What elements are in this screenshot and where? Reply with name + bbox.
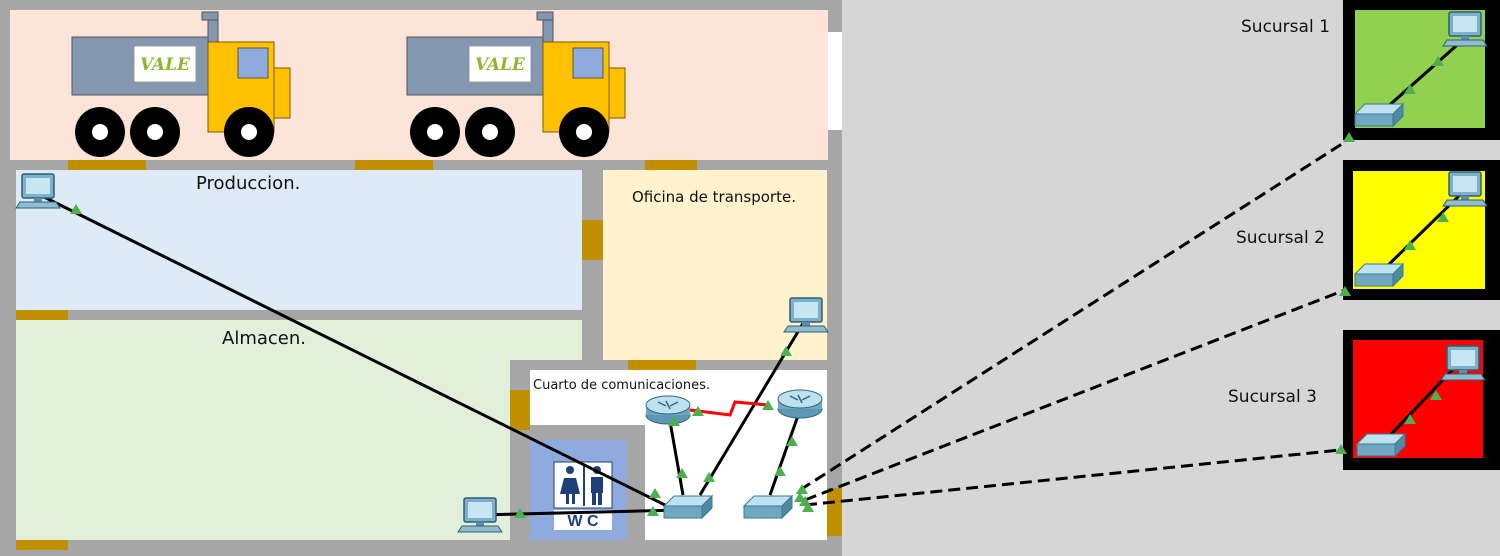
switch-branch-2[interactable] bbox=[1354, 263, 1404, 287]
label-sucursal-1: Sucursal 1 bbox=[1241, 17, 1330, 37]
serial-link bbox=[689, 400, 769, 417]
router-1[interactable] bbox=[645, 395, 691, 425]
room-almacen bbox=[16, 320, 582, 540]
pc-branch-1[interactable] bbox=[1442, 11, 1488, 47]
loading-gate bbox=[828, 32, 842, 130]
wc-sign bbox=[553, 461, 613, 530]
pc-almacen[interactable] bbox=[457, 497, 503, 533]
wan-links bbox=[799, 140, 1346, 507]
label-cuarto: Cuarto de comunicaciones. bbox=[533, 378, 710, 393]
label-sucursal-3: Sucursal 3 bbox=[1228, 387, 1317, 407]
router-2[interactable] bbox=[777, 389, 823, 419]
port-indicators bbox=[70, 56, 1449, 518]
room-produccion bbox=[16, 170, 582, 310]
switch-branch-1[interactable] bbox=[1354, 103, 1404, 127]
label-almacen: Almacen. bbox=[222, 328, 306, 349]
switch-1[interactable] bbox=[663, 495, 713, 519]
switch-branch-3[interactable] bbox=[1356, 433, 1406, 457]
pc-produccion[interactable] bbox=[15, 173, 61, 209]
label-oficina: Oficina de transporte. bbox=[632, 188, 796, 206]
label-produccion: Produccion. bbox=[196, 173, 300, 194]
switch-2[interactable] bbox=[743, 495, 793, 519]
pc-branch-3[interactable] bbox=[1440, 345, 1486, 381]
pc-branch-2[interactable] bbox=[1442, 171, 1488, 207]
label-sucursal-2: Sucursal 2 bbox=[1236, 228, 1325, 248]
doors bbox=[16, 160, 842, 550]
pc-oficina[interactable] bbox=[783, 297, 829, 333]
wc-label: W C bbox=[567, 513, 599, 530]
